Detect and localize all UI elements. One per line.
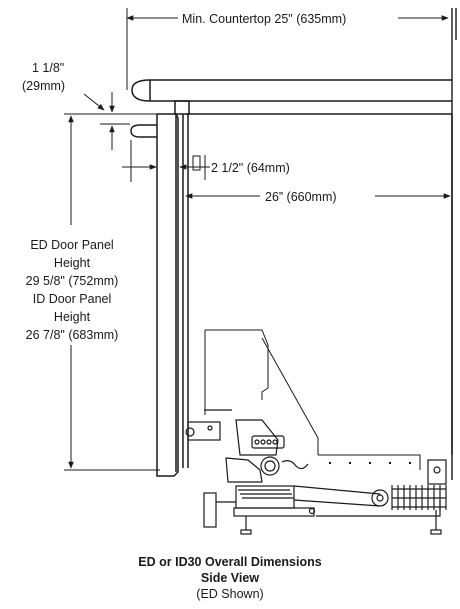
panel-label-line-2: Height bbox=[54, 256, 91, 270]
panel-label-line-3: 29 5/8" (752mm) bbox=[26, 274, 119, 288]
cabinet-body bbox=[174, 100, 453, 470]
gap-metric-label: (29mm) bbox=[22, 79, 65, 93]
panel-label-line-6: 26 7/8" (683mm) bbox=[26, 328, 119, 342]
panel-label-line-5: Height bbox=[54, 310, 91, 324]
rail-rivets bbox=[328, 461, 412, 465]
handle-label: 2 1/2" (64mm) bbox=[211, 161, 290, 175]
handle-dimension bbox=[122, 140, 210, 182]
panel-label-line-1: ED Door Panel bbox=[30, 238, 113, 252]
base-springs bbox=[391, 485, 447, 510]
gap-dimension bbox=[64, 92, 157, 150]
door-handle bbox=[130, 124, 157, 138]
panel-height-dimension bbox=[64, 115, 160, 471]
panel-label-line-4: ID Door Panel bbox=[33, 292, 112, 306]
caption-title: ED or ID30 Overall Dimensions bbox=[138, 555, 322, 569]
countertop-slab bbox=[131, 79, 452, 102]
depth-label: 26” (660mm) bbox=[265, 190, 337, 204]
countertop-label: Min. Countertop 25" (635mm) bbox=[182, 12, 346, 26]
panel-height-labels: ED Door Panel Height 29 5/8" (752mm) ID … bbox=[26, 238, 119, 342]
gap-fraction-label: 1 1/8" bbox=[32, 61, 64, 75]
door-spring-link bbox=[238, 489, 294, 499]
caption-subtitle: Side View bbox=[200, 571, 260, 585]
door-panel bbox=[156, 113, 179, 477]
hinge-mechanism bbox=[185, 409, 309, 483]
countertop-dimension bbox=[126, 8, 449, 90]
caption-note: (ED Shown) bbox=[196, 587, 264, 601]
